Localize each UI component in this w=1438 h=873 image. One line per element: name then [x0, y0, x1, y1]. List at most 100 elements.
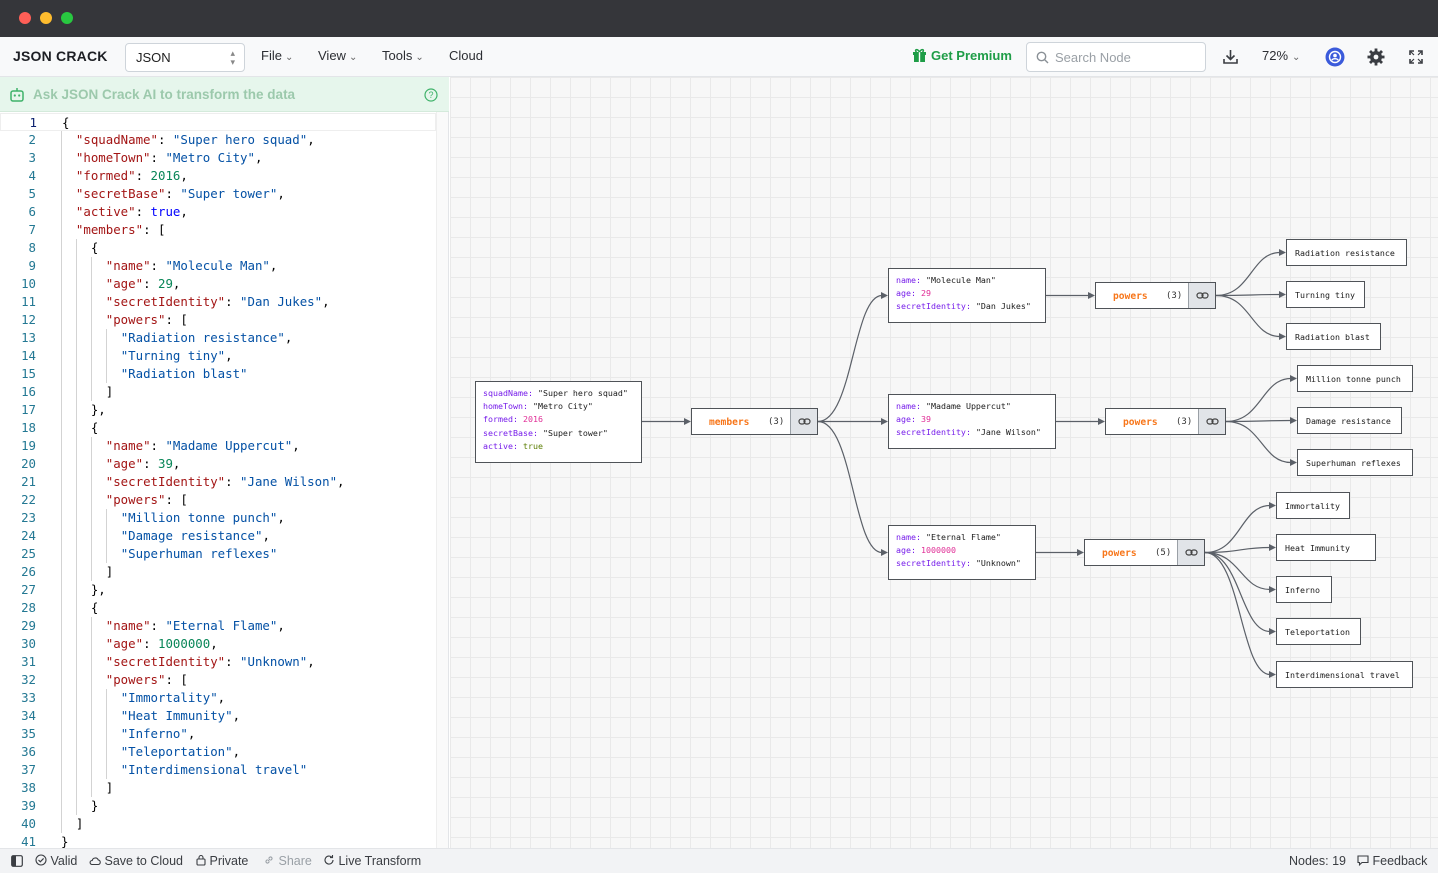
maximize-window-button[interactable]: [61, 12, 73, 24]
code-line[interactable]: 1{: [0, 113, 436, 131]
close-window-button[interactable]: [19, 12, 31, 24]
powers-array-node[interactable]: powers(3): [1095, 282, 1216, 309]
code-line[interactable]: 39 }: [0, 797, 436, 815]
code-line[interactable]: 5 "secretBase": "Super tower",: [0, 185, 436, 203]
valid-status[interactable]: Valid: [35, 854, 77, 868]
power-value-node[interactable]: Heat Immunity: [1276, 534, 1376, 561]
code-line[interactable]: 15 "Radiation blast": [0, 365, 436, 383]
node-field-value: "Super hero squad": [537, 388, 628, 398]
code-line[interactable]: 24 "Damage resistance",: [0, 527, 436, 545]
expand-link-button[interactable]: [790, 409, 817, 434]
app-logo[interactable]: JSON CRACK: [13, 48, 108, 64]
code-line[interactable]: 8 {: [0, 239, 436, 257]
code-line[interactable]: 3 "homeTown": "Metro City",: [0, 149, 436, 167]
download-button[interactable]: [1222, 48, 1239, 70]
live-transform-toggle[interactable]: Live Transform: [323, 854, 421, 868]
code-line[interactable]: 38 ]: [0, 779, 436, 797]
power-value-node[interactable]: Superhuman reflexes: [1297, 449, 1413, 476]
code-line[interactable]: 33 "Immortality",: [0, 689, 436, 707]
graph-canvas[interactable]: squadName: "Super hero squad"homeTown: "…: [450, 77, 1438, 848]
format-select[interactable]: JSON ▴▾: [125, 43, 245, 72]
power-value-node[interactable]: Million tonne punch: [1297, 365, 1413, 392]
code-line[interactable]: 20 "age": 39,: [0, 455, 436, 473]
graph-edge: [1204, 551, 1271, 591]
code-line[interactable]: 35 "Inferno",: [0, 725, 436, 743]
expand-link-button[interactable]: [1188, 283, 1215, 308]
power-value-node[interactable]: Radiation blast: [1286, 323, 1381, 350]
code-line[interactable]: 6 "active": true,: [0, 203, 436, 221]
code-line[interactable]: 21 "secretIdentity": "Jane Wilson",: [0, 473, 436, 491]
code-line[interactable]: 22 "powers": [: [0, 491, 436, 509]
power-value-node[interactable]: Inferno: [1276, 576, 1332, 603]
minimize-window-button[interactable]: [40, 12, 52, 24]
code-line[interactable]: 2 "squadName": "Super hero squad",: [0, 131, 436, 149]
code-line[interactable]: 29 "name": "Eternal Flame",: [0, 617, 436, 635]
code-editor[interactable]: 1{2 "squadName": "Super hero squad",3 "h…: [0, 112, 449, 848]
line-number: 9: [28, 258, 36, 273]
code-line[interactable]: 32 "powers": [: [0, 671, 436, 689]
graph-edge: [817, 420, 883, 554]
fullscreen-button[interactable]: [1409, 50, 1423, 69]
power-value-node[interactable]: Immortality: [1276, 492, 1350, 519]
code-line[interactable]: 37 "Interdimensional travel": [0, 761, 436, 779]
code-line[interactable]: 16 ]: [0, 383, 436, 401]
search-input[interactable]: [1055, 50, 1195, 65]
code-line[interactable]: 14 "Turning tiny",: [0, 347, 436, 365]
code-line[interactable]: 11 "secretIdentity": "Dan Jukes",: [0, 293, 436, 311]
root-object-node[interactable]: squadName: "Super hero squad"homeTown: "…: [475, 381, 642, 463]
menu-cloud[interactable]: Cloud: [449, 48, 483, 63]
fullscreen-icon: [1409, 50, 1423, 64]
code-line[interactable]: 34 "Heat Immunity",: [0, 707, 436, 725]
code-line[interactable]: 30 "age": 1000000,: [0, 635, 436, 653]
powers-array-node[interactable]: powers(5): [1084, 539, 1205, 566]
code-line[interactable]: 9 "name": "Molecule Man",: [0, 257, 436, 275]
feedback-button[interactable]: Feedback: [1357, 854, 1427, 868]
code-line[interactable]: 27 },: [0, 581, 436, 599]
editor-scrollbar[interactable]: [436, 112, 448, 848]
help-icon[interactable]: ?: [424, 88, 438, 102]
powers-array-node[interactable]: powers(3): [1105, 408, 1226, 435]
get-premium-button[interactable]: Get Premium: [912, 48, 1012, 63]
code-line[interactable]: 17 },: [0, 401, 436, 419]
power-value-node[interactable]: Damage resistance: [1297, 407, 1402, 434]
code-line[interactable]: 4 "formed": 2016,: [0, 167, 436, 185]
code-line[interactable]: 36 "Teleportation",: [0, 743, 436, 761]
ai-transform-bar[interactable]: Ask JSON Crack AI to transform the data …: [0, 77, 449, 112]
code-line[interactable]: 12 "powers": [: [0, 311, 436, 329]
power-value-node[interactable]: Interdimensional travel: [1276, 661, 1413, 688]
search-node-field[interactable]: [1026, 42, 1206, 72]
expand-link-button[interactable]: [1198, 409, 1225, 434]
line-number: 22: [21, 492, 36, 507]
expand-link-button[interactable]: [1177, 540, 1204, 565]
code-line[interactable]: 13 "Radiation resistance",: [0, 329, 436, 347]
menu-view[interactable]: View⌄: [318, 48, 357, 63]
code-line[interactable]: 26 ]: [0, 563, 436, 581]
account-button[interactable]: [1325, 47, 1345, 72]
power-value-node[interactable]: Radiation resistance: [1286, 239, 1407, 266]
code-line[interactable]: 25 "Superhuman reflexes": [0, 545, 436, 563]
code-line[interactable]: 41}: [0, 833, 436, 848]
code-line[interactable]: 7 "members": [: [0, 221, 436, 239]
toggle-editor-button[interactable]: [11, 855, 23, 870]
code-line[interactable]: 19 "name": "Madame Uppercut",: [0, 437, 436, 455]
power-value-node[interactable]: Turning tiny: [1286, 281, 1365, 308]
code-line[interactable]: 28 {: [0, 599, 436, 617]
code-line[interactable]: 23 "Million tonne punch",: [0, 509, 436, 527]
menu-file[interactable]: File⌄: [261, 48, 293, 63]
menu-tools[interactable]: Tools⌄: [382, 48, 424, 63]
share-button[interactable]: Share: [263, 854, 312, 868]
code-line[interactable]: 31 "secretIdentity": "Unknown",: [0, 653, 436, 671]
settings-button[interactable]: [1367, 48, 1385, 71]
save-to-cloud-button[interactable]: Save to Cloud: [89, 854, 183, 868]
code-line[interactable]: 10 "age": 29,: [0, 275, 436, 293]
code-text: "secretIdentity": "Unknown",: [105, 654, 315, 669]
zoom-menu[interactable]: 72%⌄: [1262, 48, 1300, 63]
code-line[interactable]: 40 ]: [0, 815, 436, 833]
code-line[interactable]: 18 {: [0, 419, 436, 437]
members-array-node[interactable]: members(3): [691, 408, 818, 435]
power-value-node[interactable]: Teleportation: [1276, 618, 1361, 645]
private-toggle[interactable]: Private: [196, 854, 248, 868]
